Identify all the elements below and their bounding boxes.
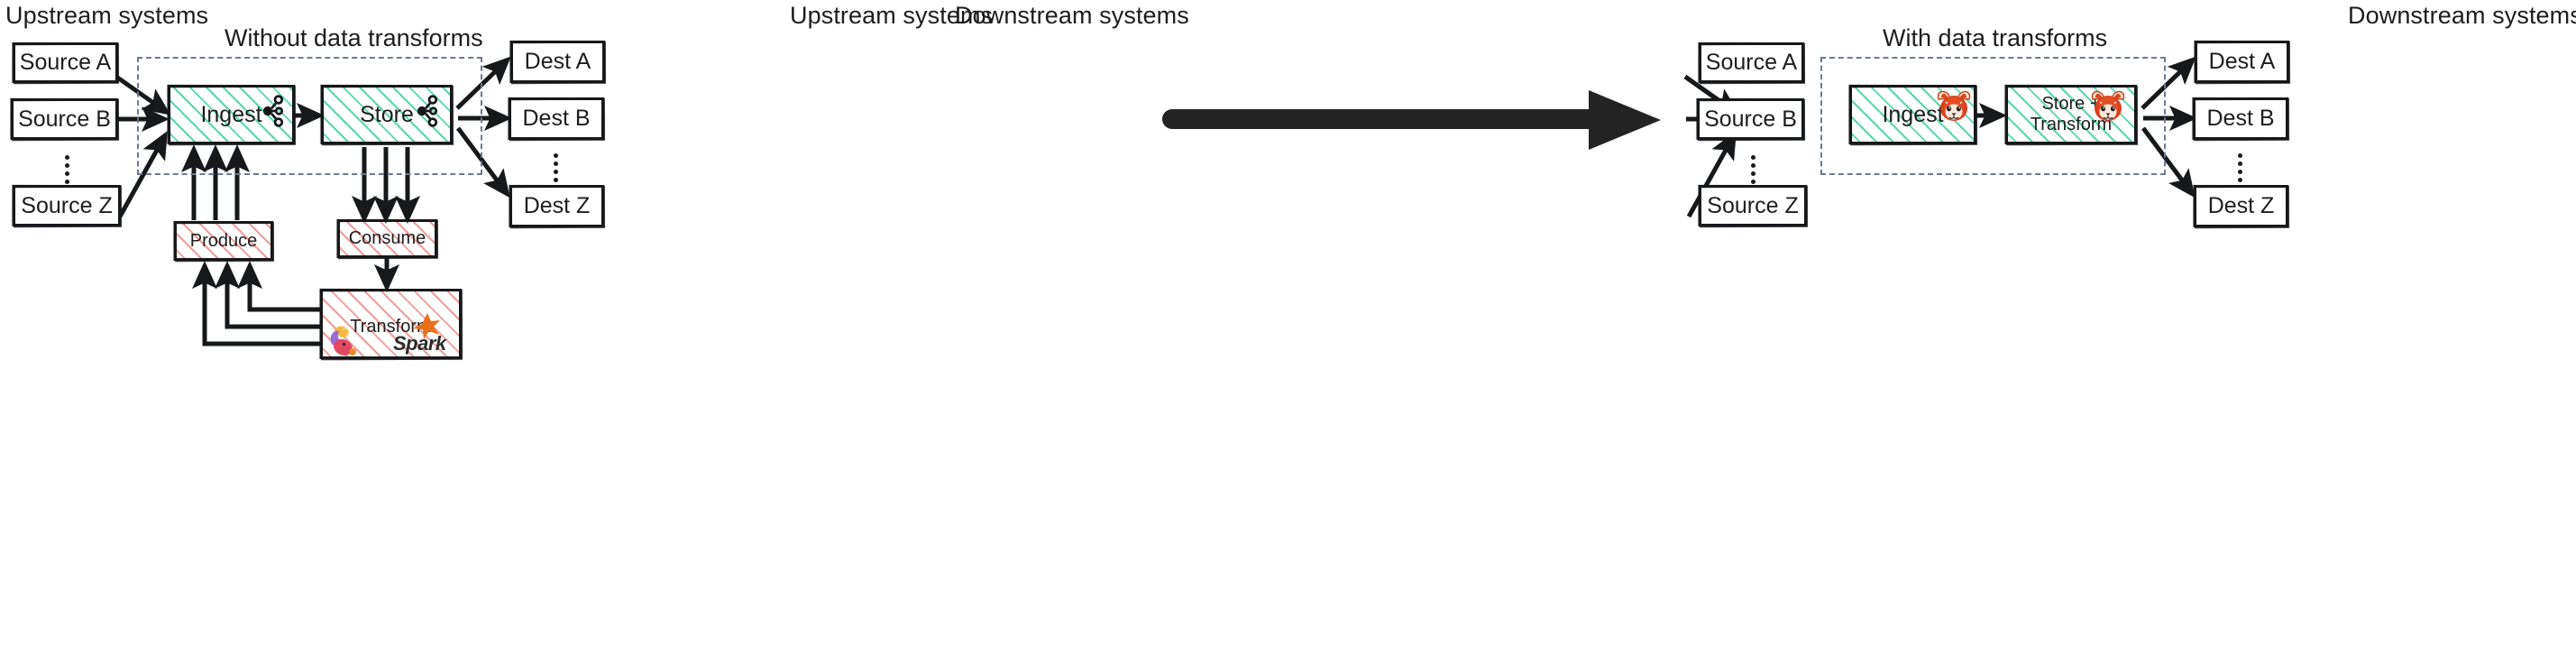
kafka-icon xyxy=(417,95,438,127)
right-source-a-label: Source A xyxy=(1705,50,1798,76)
right-platform-boundary xyxy=(1820,57,2166,175)
left-dest-b-label: Dest B xyxy=(522,106,591,132)
right-source-z-to-ingest xyxy=(1686,131,1737,218)
right-ingest-label: Ingest xyxy=(1882,101,1944,127)
right-panel-title: With data transforms xyxy=(1883,24,2108,51)
kafka-icon xyxy=(262,95,284,127)
right-dest-b-label: Dest B xyxy=(2206,106,2275,132)
right-dest-a-label: Dest A xyxy=(2208,49,2276,75)
left-dest-a-box[interactable]: Dest A xyxy=(510,41,605,83)
redpanda-icon xyxy=(2091,90,2125,121)
right-dest-b-box[interactable]: Dest B xyxy=(2193,97,2288,140)
big-transition-arrow xyxy=(1162,90,1661,150)
left-dest-z-box[interactable]: Dest Z xyxy=(509,185,604,227)
right-source-a-box[interactable]: Source A xyxy=(1699,42,1804,83)
left-dest-a-label: Dest A xyxy=(524,49,591,75)
left-dests-ellipsis xyxy=(554,153,558,182)
right-dests-ellipsis xyxy=(2238,153,2242,182)
left-sources-ellipsis xyxy=(65,155,69,184)
left-source-a-box[interactable]: Source A xyxy=(13,42,118,83)
right-source-b-box[interactable]: Source B xyxy=(1697,98,1804,140)
left-source-z-box[interactable]: Source Z xyxy=(13,185,121,226)
spark-icon xyxy=(413,313,440,339)
left-source-z-label: Source Z xyxy=(21,192,113,218)
left-source-b-label: Source B xyxy=(18,106,111,132)
left-ingest-label: Ingest xyxy=(200,101,262,127)
right-upstream-label: Upstream systems xyxy=(790,2,994,29)
left-consume-label: Consume xyxy=(348,228,426,248)
left-produce-to-ingest-arrows xyxy=(180,143,250,220)
left-source-a-to-ingest xyxy=(115,74,171,115)
left-consume-box[interactable]: Consume xyxy=(337,219,437,258)
left-transform-to-produce-arrows xyxy=(191,260,320,346)
right-source-b-label: Source B xyxy=(1704,106,1797,132)
left-upstream-label: Upstream systems xyxy=(5,2,209,29)
left-produce-box[interactable]: Produce xyxy=(174,221,273,261)
right-source-z-label: Source Z xyxy=(1707,192,1799,218)
right-dest-z-box[interactable]: Dest Z xyxy=(2194,185,2288,227)
left-platform-boundary xyxy=(137,57,482,175)
right-sources-ellipsis xyxy=(1751,155,1756,184)
left-panel-title: Without data transforms xyxy=(225,24,483,51)
right-source-z-box[interactable]: Source Z xyxy=(1699,185,1807,226)
right-dest-z-label: Dest Z xyxy=(2207,193,2275,219)
left-downstream-label: Downstream systems xyxy=(955,2,1189,29)
flink-icon xyxy=(330,326,356,356)
left-dest-z-label: Dest Z xyxy=(523,193,591,219)
redpanda-icon xyxy=(1937,90,1971,121)
left-source-a-label: Source A xyxy=(19,50,112,76)
right-store-to-dest-a xyxy=(2141,56,2196,110)
left-store-label: Store xyxy=(360,101,414,127)
right-dest-a-box[interactable]: Dest A xyxy=(2195,41,2289,83)
left-produce-label: Produce xyxy=(189,230,258,251)
left-dest-b-box[interactable]: Dest B xyxy=(509,97,604,140)
right-store-to-dest-z xyxy=(2141,126,2196,199)
left-source-z-to-ingest xyxy=(117,131,168,218)
left-source-b-box[interactable]: Source B xyxy=(11,98,118,140)
right-downstream-label: Downstream systems xyxy=(2348,2,2576,29)
spark-wordmark: Spark xyxy=(393,332,446,355)
left-store-to-consume-arrows xyxy=(352,147,421,225)
